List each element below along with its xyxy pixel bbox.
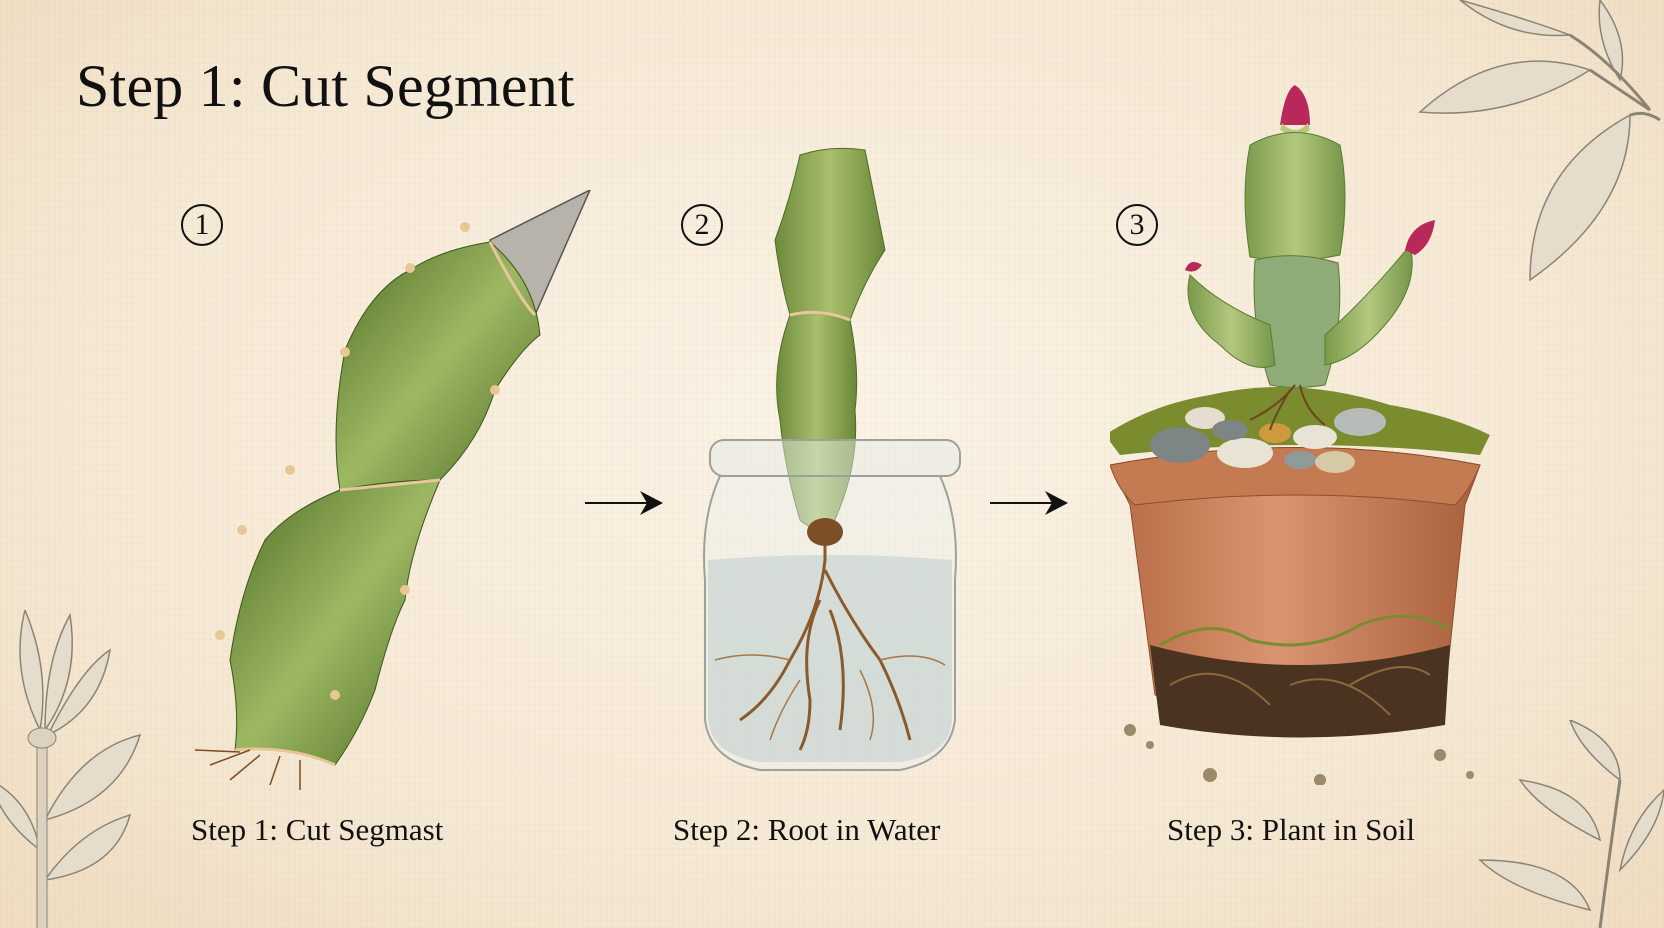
botanical-leaf-sketch-bottom-right [1478, 720, 1664, 928]
step-3-plant-in-soil-illustration [1110, 85, 1490, 785]
step-2-root-in-water-illustration [703, 147, 961, 771]
step-2-caption: Step 2: Root in Water [673, 812, 941, 847]
step-1-caption: Step 1: Cut Segmast [191, 812, 444, 847]
step-1-number-badge: 1 [181, 204, 223, 246]
page-title: Step 1: Cut Segment [76, 53, 575, 119]
step-2-number-badge: 2 [681, 204, 723, 246]
step-3-caption: Step 3: Plant in Soil [1167, 812, 1416, 847]
step-3-number-badge: 3 [1116, 204, 1158, 246]
botanical-leaf-sketch-top-right [1418, 0, 1661, 282]
arrow-right-icon [990, 491, 1068, 515]
step-1-cut-segment-illustration [194, 190, 591, 790]
arrow-right-icon [585, 491, 663, 515]
botanical-plant-sketch-bottom-left [0, 610, 142, 928]
